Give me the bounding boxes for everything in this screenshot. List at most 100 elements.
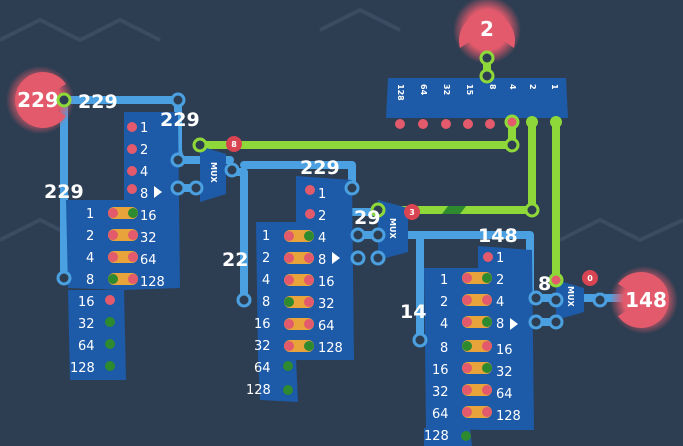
chip1-in-8: 8	[86, 273, 94, 288]
top-bit-6: 2	[528, 84, 537, 90]
input-node-left[interactable]: 229	[6, 66, 74, 134]
shifter-chip-3[interactable]: 1 2 4 8 16 32 64 128 1 2 4 8 16 32 64 12…	[412, 246, 534, 446]
chip2-pins	[283, 185, 315, 395]
top-bit-3: 15	[465, 84, 474, 96]
top-splitter-bits: 128 64 32 15 8 4 2 1	[396, 84, 559, 101]
mux3-badge: 0	[587, 274, 593, 283]
chip1-bit-1: 1	[140, 121, 148, 136]
chip1-bit-128: 128	[140, 275, 165, 290]
input-node-top[interactable]: 2	[453, 0, 521, 64]
chip1-left-labels: 1 2 4 8 16 32 64 128	[70, 207, 95, 376]
chip3-in-128: 128	[424, 429, 449, 444]
chip2-in-16: 16	[254, 317, 271, 332]
chip3-bit-2: 2	[496, 273, 504, 288]
chip2-right-labels: 1 2 4 8 16 32 64 128	[318, 187, 343, 356]
wire-label-mid-top: 229	[300, 157, 340, 179]
top-bit-5: 4	[508, 84, 517, 90]
chip3-bit-4: 4	[496, 295, 504, 310]
chip1-in-4: 4	[86, 251, 94, 266]
chip2-bit-1: 1	[318, 187, 326, 202]
mux2-label: MUX	[388, 218, 397, 239]
wire-label-mid-partial: 29	[354, 207, 380, 229]
mux-3[interactable]: MUX 0	[528, 270, 608, 330]
wire-green-dash	[442, 206, 466, 214]
chip1-bit-32: 32	[140, 231, 157, 246]
top-splitter-input-pins	[479, 50, 495, 84]
chip1-bit-2: 2	[140, 143, 148, 158]
chip1-in-1: 1	[86, 207, 94, 222]
wire-value-labels: 229 229 229 229 29 22 148 8 14	[44, 91, 551, 323]
chip2-in-128: 128	[246, 383, 271, 398]
chip3-bit-64: 64	[496, 387, 513, 402]
chip2-bit-16: 16	[318, 275, 335, 290]
top-bit-1: 64	[419, 84, 428, 96]
top-bit-0: 128	[396, 84, 405, 101]
chip2-bit-4: 4	[318, 231, 326, 246]
chip1-right-labels: 1 2 4 8 16 32 64 128	[140, 121, 165, 290]
wire-junctions	[56, 92, 540, 218]
chip1-bit-4: 4	[140, 165, 148, 180]
shifter-chip-1[interactable]: 1 2 4 8 16 32 64 128 1 2 4 8 16 32 64 12…	[56, 112, 180, 380]
chip3-in-4: 4	[440, 317, 448, 332]
chip3-bit-128: 128	[496, 409, 521, 424]
wire-label-left-top: 229	[78, 91, 118, 113]
chip1-in-16: 16	[78, 295, 95, 310]
wire-label-left-mid: 229	[44, 181, 84, 203]
chip1-bridges	[108, 207, 138, 285]
chip3-bit-32: 32	[496, 365, 513, 380]
chip1-bit-64: 64	[140, 253, 157, 268]
chip1-in-32: 32	[78, 317, 95, 332]
output-right-value: 148	[625, 288, 667, 312]
top-splitter[interactable]: 128 64 32 15 8 4 2 1	[386, 50, 568, 130]
wire-label-right-top: 148	[478, 225, 518, 247]
chip3-bit-8: 8	[496, 317, 504, 332]
top-bit-4: 8	[488, 84, 497, 90]
chip3-left-labels: 1 2 4 8 16 32 64 128	[424, 273, 449, 444]
chip2-bit-32: 32	[318, 297, 335, 312]
output-node-right[interactable]: 148	[610, 266, 678, 334]
chip2-in-8: 8	[262, 295, 270, 310]
chip1-bit-8: 8	[140, 187, 148, 202]
mux-1[interactable]: MUX 8	[170, 136, 242, 202]
mux-2[interactable]: MUX 3	[350, 200, 420, 266]
chip2-bit-128: 128	[318, 341, 343, 356]
chip2-in-4: 4	[262, 273, 270, 288]
mux3-label: MUX	[566, 286, 575, 307]
mux1-label: MUX	[209, 162, 218, 183]
chip3-pins	[461, 252, 493, 441]
chip3-in-8: 8	[440, 341, 448, 356]
chip1-bit-16: 16	[140, 209, 157, 224]
top-bit-2: 32	[442, 84, 451, 95]
chip3-in-32: 32	[432, 385, 449, 400]
chip1-in-2: 2	[86, 229, 94, 244]
chip2-in-64: 64	[254, 361, 271, 376]
input-top-value: 2	[480, 17, 494, 41]
chip1-in-128: 128	[70, 361, 95, 376]
chip2-in-1: 1	[262, 229, 270, 244]
mux2-badge: 3	[409, 208, 415, 217]
chip2-bridges	[284, 230, 314, 352]
shifter-chip-2[interactable]: 1 2 4 8 16 32 64 128 1 2 4 8 16 32 64 12…	[236, 176, 354, 402]
top-splitter-pins	[395, 114, 562, 130]
chip2-in-32: 32	[254, 339, 271, 354]
chip2-bit-64: 64	[318, 319, 335, 334]
chip3-in-2: 2	[440, 295, 448, 310]
mux1-badge: 8	[231, 140, 237, 149]
chip2-bit-2: 2	[318, 209, 326, 224]
wire-label-right-left-partial: 14	[400, 301, 426, 323]
top-bit-7: 1	[550, 84, 559, 90]
wire-label-right-partial-8: 8	[538, 273, 551, 295]
chip3-in-16: 16	[432, 363, 449, 378]
chip2-bit-8: 8	[318, 253, 326, 268]
chip1-pins	[105, 122, 137, 371]
chip2-in-2: 2	[262, 251, 270, 266]
chip3-bridges	[462, 272, 492, 418]
wire-label-mid-left-partial: 22	[222, 249, 248, 271]
chip1-in-64: 64	[78, 339, 95, 354]
chip3-in-64: 64	[432, 407, 449, 422]
chip3-right-labels: 1 2 4 8 16 32 64 128	[496, 251, 521, 424]
chip3-bit-1: 1	[496, 251, 504, 266]
chip3-in-1: 1	[440, 273, 448, 288]
